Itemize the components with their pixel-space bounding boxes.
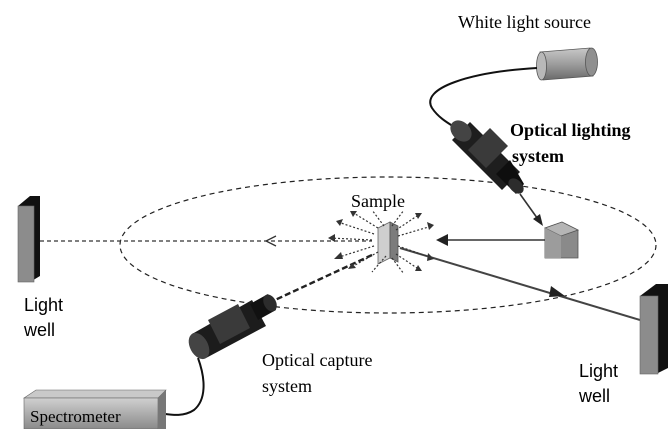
- mirror-prism: [543, 221, 580, 259]
- sample-label: Sample: [351, 191, 405, 211]
- light-well-left-device: [17, 196, 40, 283]
- optical-capture-label-line2: system: [262, 376, 313, 396]
- white-light-source-device: [536, 47, 598, 81]
- light-well-left-label-line1: Light: [24, 295, 64, 315]
- spectrometer-label: Spectrometer: [30, 407, 121, 426]
- light-well-right-label-line1: Light: [579, 361, 619, 381]
- specular-arrowhead: [549, 286, 565, 297]
- measurement-plane-ellipse: [119, 176, 657, 314]
- incident-beam-arrowhead: [436, 234, 448, 246]
- optical-lighting-device: [450, 120, 524, 194]
- scattered-light-arrows: [329, 209, 433, 275]
- left-beam-arrowhead: [264, 235, 277, 247]
- optical-capture-label-line1: Optical capture: [262, 350, 373, 370]
- light-well-right-device: [639, 284, 668, 375]
- spectrometer-device: [23, 389, 167, 430]
- lighting-beam-arrowhead: [533, 214, 543, 226]
- capture-fiber-cable: [157, 357, 205, 416]
- sample-specimen: [377, 221, 399, 265]
- optical-lighting-label-line1: Optical lighting: [510, 120, 631, 140]
- optical-capture-device: [188, 294, 277, 360]
- capture-beam: [274, 253, 373, 302]
- light-well-left-label-line2: well: [24, 320, 56, 340]
- specular-reflection-beam: [399, 247, 641, 321]
- white-light-source-label: White light source: [458, 12, 591, 32]
- optical-lighting-label-line2: system: [512, 146, 564, 166]
- scattered-arrowheads: [328, 211, 434, 271]
- lighting-fiber-cable: [429, 67, 538, 133]
- light-well-right-label-line2: well: [579, 386, 611, 406]
